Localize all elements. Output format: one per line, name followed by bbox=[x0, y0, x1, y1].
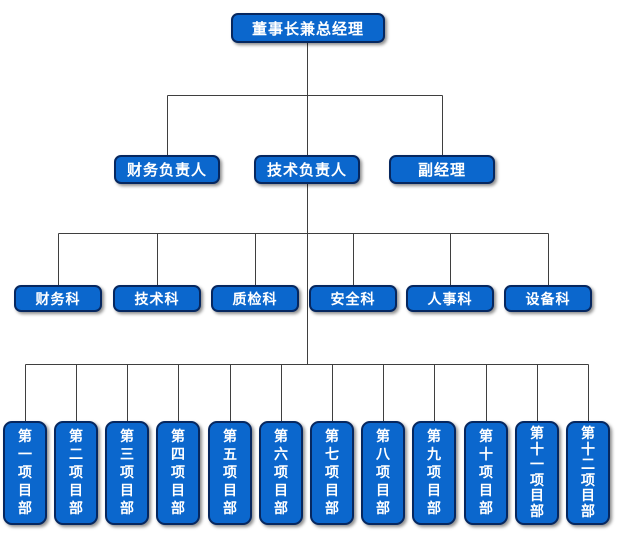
org-node-finance-lead: 财务负责人 bbox=[114, 155, 220, 184]
org-node-label: 第八项目部 bbox=[376, 429, 390, 517]
org-node-label: 第九项目部 bbox=[427, 429, 441, 517]
org-node-label: 技术负责人 bbox=[266, 161, 347, 179]
org-node-label: 副经理 bbox=[417, 161, 466, 179]
org-node-label: 财务负责人 bbox=[126, 161, 207, 179]
org-node-personnel-section: 人事科 bbox=[406, 285, 494, 312]
org-node-project-dept-6: 第六项目部 bbox=[259, 421, 303, 525]
org-node-equipment-section: 设备科 bbox=[504, 285, 592, 312]
org-node-label: 第十项目部 bbox=[479, 429, 493, 517]
org-node-label: 第五项目部 bbox=[223, 429, 237, 517]
org-node-label: 第十二项目部 bbox=[581, 426, 595, 520]
org-node-project-dept-12: 第十二项目部 bbox=[566, 421, 610, 525]
org-node-project-dept-8: 第八项目部 bbox=[361, 421, 405, 525]
org-node-finance-section: 财务科 bbox=[14, 285, 102, 312]
org-node-quality-inspection-section: 质检科 bbox=[211, 285, 299, 312]
org-node-technical-section: 技术科 bbox=[113, 285, 201, 312]
org-node-deputy-manager: 副经理 bbox=[389, 155, 495, 184]
org-node-project-dept-5: 第五项目部 bbox=[208, 421, 252, 525]
org-node-label: 第十一项目部 bbox=[530, 426, 544, 520]
connector-lines-group bbox=[25, 43, 589, 421]
org-node-project-dept-4: 第四项目部 bbox=[156, 421, 200, 525]
org-node-label: 第六项目部 bbox=[274, 429, 288, 517]
org-node-label: 董事长兼总经理 bbox=[251, 19, 364, 38]
org-node-label: 设备科 bbox=[525, 291, 571, 308]
org-node-project-dept-7: 第七项目部 bbox=[310, 421, 354, 525]
org-node-label: 财务科 bbox=[35, 291, 81, 308]
org-node-project-dept-2: 第二项目部 bbox=[54, 421, 98, 525]
org-node-label: 第二项目部 bbox=[69, 429, 83, 517]
org-node-label: 质检科 bbox=[232, 291, 278, 308]
org-node-project-dept-9: 第九项目部 bbox=[412, 421, 456, 525]
org-node-project-dept-10: 第十项目部 bbox=[464, 421, 508, 525]
org-node-project-dept-11: 第十一项目部 bbox=[515, 421, 559, 525]
org-node-project-dept-3: 第三项目部 bbox=[105, 421, 149, 525]
org-node-label: 技术科 bbox=[134, 291, 180, 308]
org-node-safety-section: 安全科 bbox=[309, 285, 397, 312]
org-node-technical-lead: 技术负责人 bbox=[254, 155, 360, 184]
org-node-label: 第七项目部 bbox=[325, 429, 339, 517]
org-node-label: 第四项目部 bbox=[171, 429, 185, 517]
org-node-project-dept-1: 第一项目部 bbox=[3, 421, 47, 525]
org-node-label: 安全科 bbox=[330, 291, 376, 308]
org-node-chairman-general-manager: 董事长兼总经理 bbox=[231, 13, 385, 43]
org-node-label: 第三项目部 bbox=[120, 429, 134, 517]
org-node-label: 人事科 bbox=[427, 291, 473, 308]
org-node-label: 第一项目部 bbox=[18, 429, 32, 517]
